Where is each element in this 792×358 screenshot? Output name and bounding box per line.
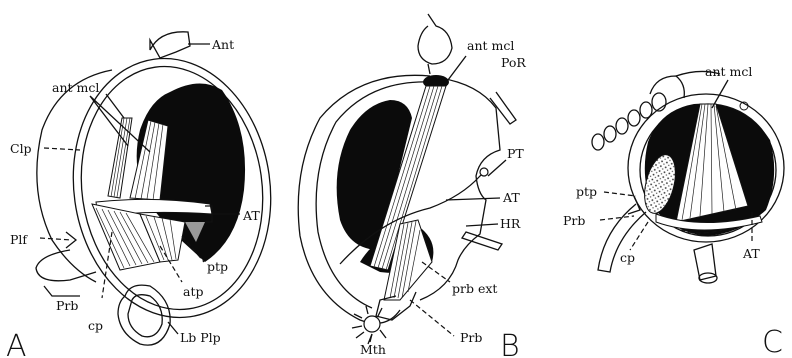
label-lb-plp: Lb Plp (180, 330, 221, 345)
label-clp: Clp (10, 141, 32, 156)
label-at-a: AT (242, 208, 260, 223)
label-at-c: AT (742, 246, 760, 261)
label-por: PoR (501, 55, 526, 70)
label-ant-mcl-a: ant mcl (52, 80, 99, 95)
panel-letter-a: A (6, 329, 27, 358)
panel-letter-c: C (762, 325, 783, 358)
antenna-a (150, 32, 190, 58)
por-rod (490, 92, 516, 124)
mouth-b (364, 316, 380, 332)
label-ant-mcl-c: ant mcl (705, 64, 752, 79)
proboscis-b (376, 292, 416, 320)
label-prb-a: Prb (56, 298, 78, 313)
label-ant-mcl-b: ant mcl (467, 38, 514, 53)
label-ant: Ant (211, 37, 234, 52)
label-at-b: AT (502, 190, 520, 205)
label-mth: Mth (360, 342, 386, 357)
label-ptp-a: ptp (207, 259, 228, 274)
hr-tube (462, 232, 502, 250)
label-prb-c: Prb (563, 213, 585, 228)
tube-c (694, 244, 716, 280)
panel-letter-b: B (500, 329, 520, 358)
label-ptp-c: ptp (576, 184, 597, 199)
label-cp-c: cp (620, 250, 635, 265)
label-hr: HR (500, 216, 521, 231)
label-prb-ext: prb ext (452, 281, 497, 296)
label-atp: atp (183, 284, 203, 299)
label-prb-b: Prb (460, 330, 482, 345)
label-pt: PT (507, 146, 524, 161)
label-plf: Plf (10, 232, 28, 247)
label-cp-a: cp (88, 318, 103, 333)
antenna-b (418, 14, 452, 64)
clypeus-contour-a (37, 70, 112, 282)
